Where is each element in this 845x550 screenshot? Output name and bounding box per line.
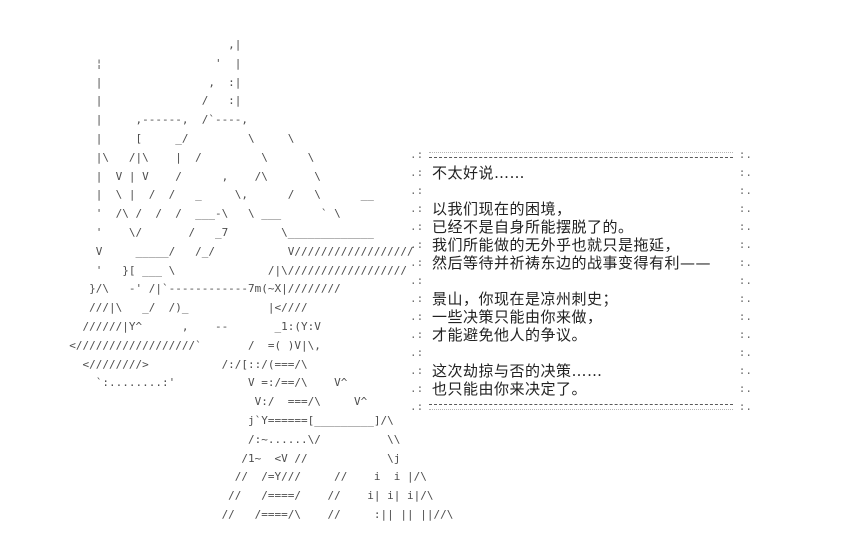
dialog-edge-right: :. (738, 346, 752, 359)
dialog-edge-right: :. (738, 166, 752, 179)
dialog-row: .: 一些决策只能由你来做，:. (410, 308, 752, 326)
dialog-row: .::. (410, 272, 752, 290)
dialog-row: .: 才能避免他人的争议。:. (410, 326, 752, 344)
dialog-edge-right: :. (738, 220, 752, 233)
dialog-edge-right: :. (738, 328, 752, 341)
dialog-border-bottom (429, 404, 733, 410)
dialog-text-line: 景山，你现在是凉州刺史； (432, 290, 619, 308)
dialog-border-top (429, 152, 733, 158)
dialog-edge-left: .: (410, 202, 424, 215)
dialog-row: .: 已经不是自身所能摆脱了的。:. (410, 218, 752, 236)
dialog-text-line: 我们所能做的无外乎也就只是拖延， (432, 236, 681, 254)
dialog-row: .::. (410, 146, 752, 164)
dialog-edge-right: :. (738, 202, 752, 215)
dialog-row: .: 不太好说……:. (410, 164, 752, 182)
dialog-edge-right: :. (738, 400, 752, 413)
dialog-edge-left: .: (410, 328, 424, 341)
dialog-text-line: 才能避免他人的争议。 (432, 326, 588, 344)
dialog-edge-left: .: (410, 256, 424, 269)
dialog-edge-left: .: (410, 238, 424, 251)
dialog-edge-right: :. (738, 382, 752, 395)
dialog-edge-left: .: (410, 274, 424, 287)
dialog-edge-right: :. (738, 274, 752, 287)
dialog-row: .: 景山，你现在是凉州刺史；:. (410, 290, 752, 308)
ascii-art: ,| ¦ ' | | , :| | / :| | ,------, /`----… (69, 38, 454, 521)
dialog-row: .: 然后等待并祈祷东边的战事变得有利——:. (410, 254, 752, 272)
dialog-text-line: 一些决策只能由你来做， (432, 308, 603, 326)
dialog-text-line: 已经不是自身所能摆脱了的。 (432, 218, 634, 236)
dialog-edge-left: .: (410, 310, 424, 323)
dialog-edge-right: :. (738, 364, 752, 377)
dialog-text-line: 然后等待并祈祷东边的战事变得有利—— (432, 254, 712, 272)
dialog-edge-left: .: (410, 364, 424, 377)
dialog-edge-left: .: (410, 346, 424, 359)
dialog-lines: .::..:不太好说……:..::..:以我们现在的困境，:..:已经不是自身所… (410, 146, 752, 416)
dialog-row: .::. (410, 182, 752, 200)
dialog-row: .::. (410, 398, 752, 416)
dialog-text-line: 以我们现在的困境， (432, 200, 572, 218)
dialog-edge-right: :. (738, 256, 752, 269)
dialog-row: .: 以我们现在的困境，:. (410, 200, 752, 218)
dialog-row: .: 这次劫掠与否的决策……:. (410, 362, 752, 380)
dialog-edge-left: .: (410, 148, 424, 161)
dialog-row: .::. (410, 344, 752, 362)
dialog-edge-left: .: (410, 400, 424, 413)
dialog-row: .: 我们所能做的无外乎也就只是拖延，:. (410, 236, 752, 254)
dialog-box[interactable]: .::..:不太好说……:..::..:以我们现在的困境，:..:已经不是自身所… (410, 146, 752, 416)
dialog-text-line: 也只能由你来决定了。 (432, 380, 588, 398)
dialog-edge-left: .: (410, 382, 424, 395)
dialog-edge-left: .: (410, 220, 424, 233)
dialog-text-line: 不太好说…… (432, 164, 526, 182)
dialog-text-line: 这次劫掠与否的决策…… (432, 362, 603, 380)
dialog-edge-right: :. (738, 292, 752, 305)
dialog-edge-left: .: (410, 184, 424, 197)
dialog-edge-right: :. (738, 148, 752, 161)
dialog-edge-right: :. (738, 238, 752, 251)
dialog-edge-left: .: (410, 166, 424, 179)
dialog-edge-right: :. (738, 310, 752, 323)
dialog-edge-right: :. (738, 184, 752, 197)
dialog-edge-left: .: (410, 292, 424, 305)
dialog-row: .: 也只能由你来决定了。:. (410, 380, 752, 398)
